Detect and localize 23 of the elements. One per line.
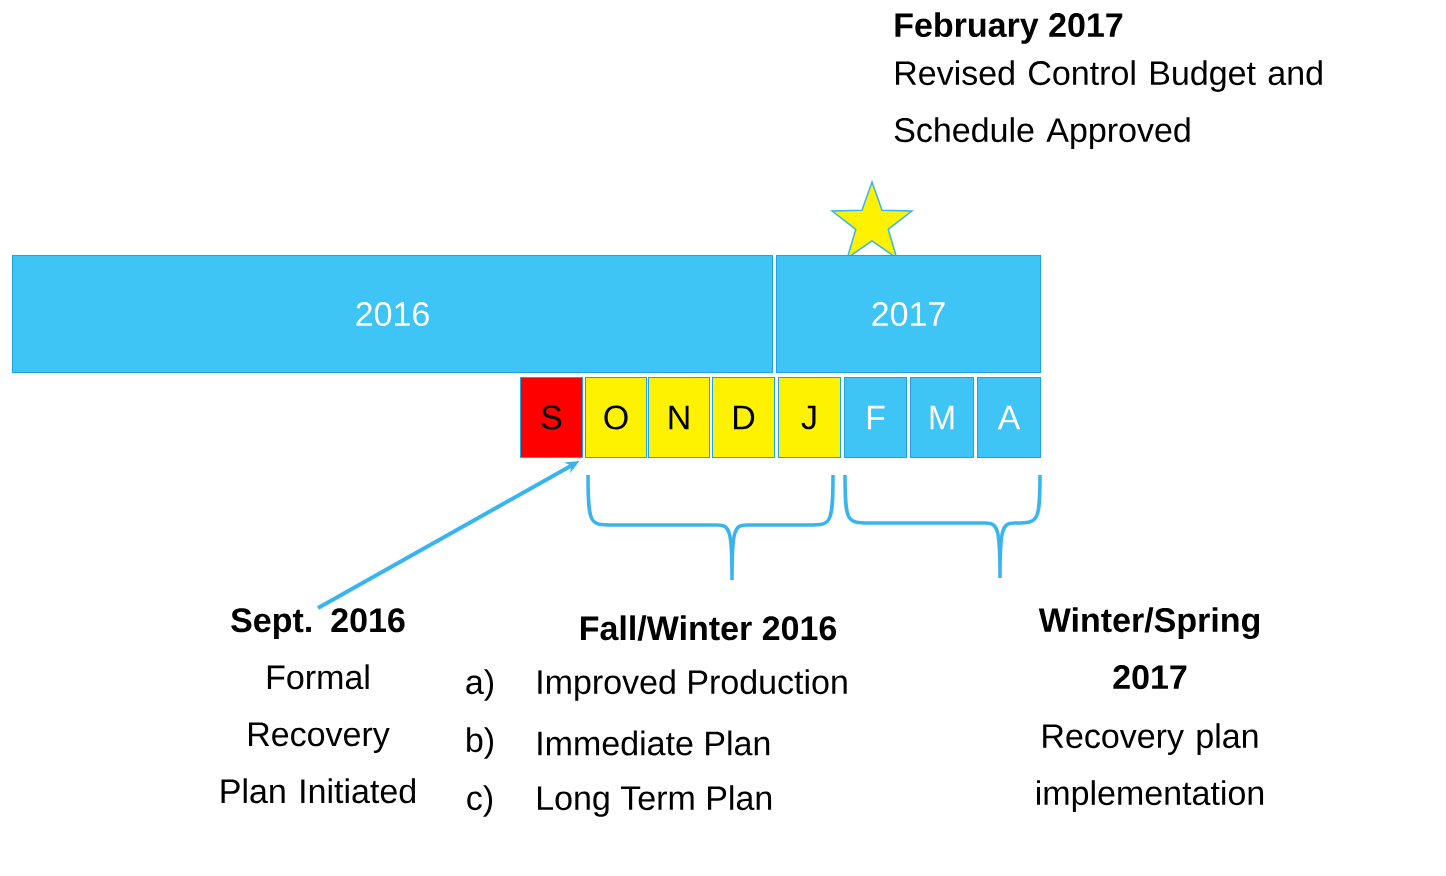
list-item: Immediate Plan — [538, 730, 770, 756]
description: Recovery plan implementation — [1037, 723, 1264, 812]
heading: Winter/Spring 2017 — [1038, 607, 1260, 690]
month-cell: J — [778, 377, 841, 458]
list-item: Improved Production — [538, 669, 847, 701]
month-cell: S — [520, 377, 583, 458]
list-marker: a) — [466, 669, 493, 701]
month-cell: A — [977, 377, 1041, 458]
year-bar: 2016 — [12, 255, 773, 373]
month-cell: O — [585, 377, 647, 458]
heading: Fall/Winter 2016 — [581, 615, 837, 641]
month-cell: M — [910, 377, 974, 458]
month-cell: D — [712, 377, 775, 458]
month-cell: F — [844, 377, 907, 458]
description: Formal Recovery Plan Initiated — [221, 664, 415, 804]
heading: February 2017 — [895, 12, 1123, 44]
list-marker: c) — [467, 785, 493, 817]
month-cell: N — [648, 377, 710, 458]
heading: Sept. 2016 — [231, 608, 405, 639]
year-bar: 2017 — [776, 255, 1041, 373]
list-marker: b) — [467, 727, 493, 759]
list-item: Long Term Plan — [538, 785, 772, 817]
description: Revised Control Budget and Schedule Approved — [894, 60, 1322, 149]
